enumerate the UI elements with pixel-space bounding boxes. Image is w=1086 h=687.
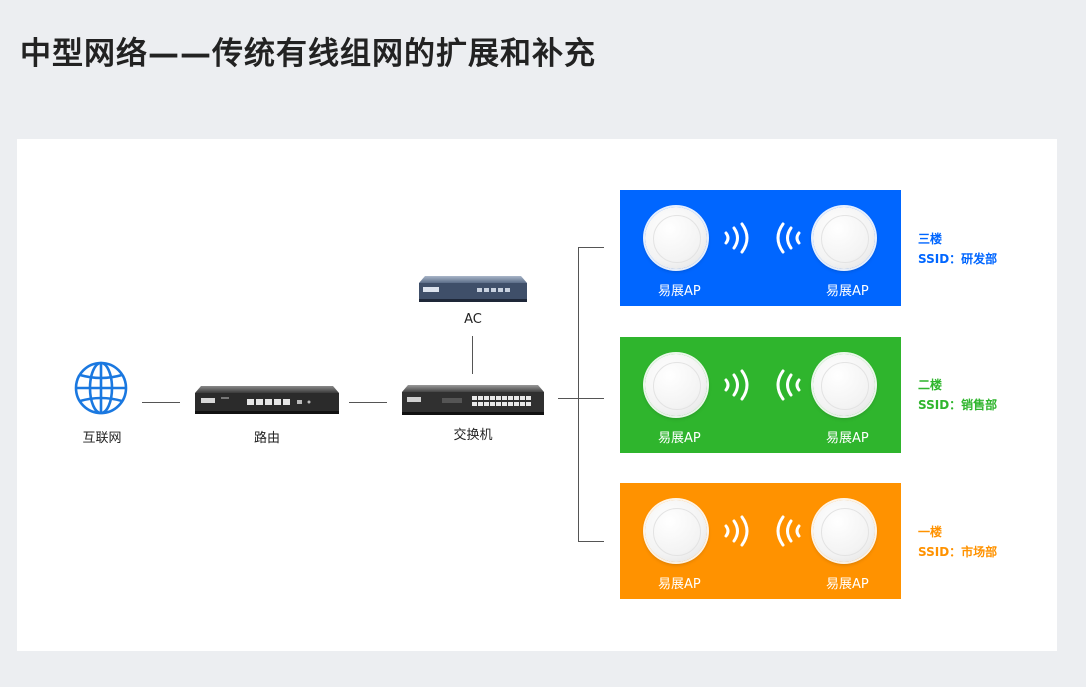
wifi-signal-icon — [776, 515, 801, 547]
floor-ssid: SSID：研发部 — [918, 252, 998, 266]
switch-label: 交换机 — [453, 428, 493, 443]
access-point-icon — [645, 207, 707, 269]
wifi-signal-icon — [724, 369, 749, 401]
floor-panel-1: 易展AP 易展AP — [620, 483, 901, 599]
access-point-icon — [645, 500, 707, 562]
link-switch-bus — [558, 398, 604, 399]
ac-controller-icon — [419, 276, 527, 302]
access-point-icon — [813, 207, 875, 269]
ap-label: 易展AP — [826, 284, 869, 299]
router-icon — [195, 386, 339, 414]
internet-label: 互联网 — [82, 431, 122, 446]
wifi-signal-icon — [776, 369, 801, 401]
ap-label: 易展AP — [826, 431, 869, 446]
globe-icon — [73, 360, 129, 416]
floor-panel-2: 易展AP 易展AP — [620, 337, 901, 453]
ap-label: 易展AP — [658, 577, 701, 592]
floor-name: 一楼 — [918, 525, 943, 539]
link-bus-floor3 — [578, 247, 604, 248]
wifi-signal-icon — [724, 222, 749, 254]
floor-info-2: 二楼 SSID：销售部 — [918, 375, 997, 415]
link-ac-switch — [472, 336, 473, 374]
floor-panel-3: 易展AP 易展AP — [620, 190, 901, 306]
switch-icon — [402, 385, 544, 415]
bus-line — [578, 247, 579, 542]
ap-label: 易展AP — [826, 577, 869, 592]
page-title: 中型网络——传统有线组网的扩展和补充 — [20, 36, 596, 72]
ap-label: 易展AP — [658, 431, 701, 446]
floor-name: 二楼 — [918, 378, 943, 392]
floor-ssid: SSID：销售部 — [918, 398, 998, 412]
link-bus-floor1 — [578, 541, 604, 542]
access-point-icon — [813, 500, 875, 562]
wifi-signal-icon — [776, 222, 801, 254]
access-point-icon — [813, 354, 875, 416]
floor-ssid: SSID：市场部 — [918, 545, 998, 559]
floor-info-1: 一楼 SSID：市场部 — [918, 522, 997, 562]
wifi-signal-icon — [724, 515, 749, 547]
floor-info-3: 三楼 SSID：研发部 — [918, 229, 997, 269]
access-point-icon — [645, 354, 707, 416]
ap-label: 易展AP — [658, 284, 701, 299]
link-router-switch — [349, 402, 387, 403]
link-internet-router — [142, 402, 180, 403]
floor-name: 三楼 — [918, 232, 943, 246]
router-label: 路由 — [253, 431, 280, 446]
ac-label: AC — [464, 312, 482, 327]
